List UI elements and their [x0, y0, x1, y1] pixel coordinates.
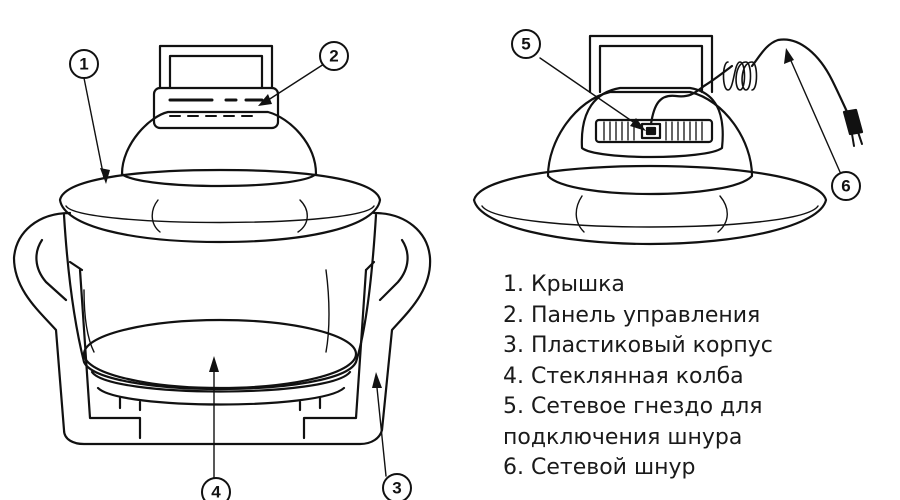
legend-item-power-cord: 6. Сетевой шнур	[503, 455, 696, 480]
control-panel	[152, 86, 280, 130]
back-view-appliance	[472, 34, 864, 246]
callout-3: 3	[392, 479, 401, 498]
leader-lines	[83, 53, 841, 479]
lid-handle	[158, 44, 274, 90]
legend-item-control-panel: 2. Панель управления	[503, 302, 761, 328]
callout-5: 5	[521, 35, 530, 54]
plastic-body-outline	[12, 211, 432, 446]
back-lid-dome	[546, 90, 754, 196]
callout-6: 6	[841, 177, 850, 196]
legend-item-power-socket-cont: подключения шнура	[503, 424, 743, 450]
callout-4: 4	[211, 483, 221, 500]
parts-legend: 1. Крышка 2. Панель управления 3. Пласти…	[503, 270, 773, 484]
callout-2: 2	[329, 47, 338, 66]
power-plug	[842, 108, 864, 136]
back-lid-rim	[472, 164, 828, 246]
power-cord-coil	[722, 61, 758, 91]
callout-1: 1	[79, 55, 88, 74]
lid-rim	[58, 168, 382, 244]
lid-dome	[120, 110, 318, 188]
legend-item-power-socket: 5. Сетевое гнездо для	[503, 394, 763, 419]
legend-item-lid: 1. Крышка	[503, 272, 625, 297]
legend-item-glass-bowl: 4. Стеклянная колба	[503, 363, 744, 389]
front-view-appliance	[12, 44, 432, 446]
legend-item-plastic-body: 3. Пластиковый корпус	[503, 333, 773, 358]
